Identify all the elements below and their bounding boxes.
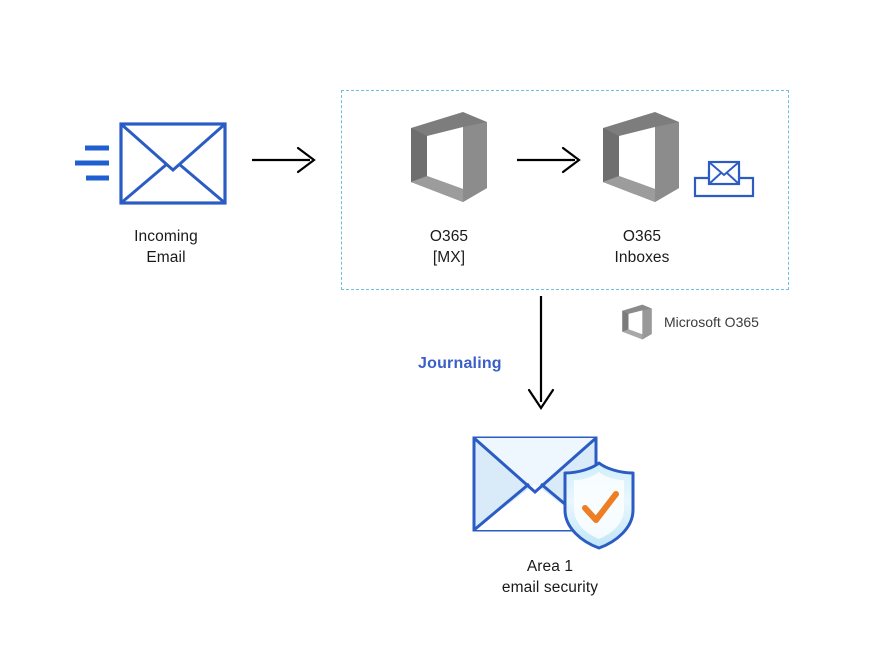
edge-incoming-to-mx [250, 143, 322, 177]
edge-journaling [524, 294, 560, 420]
checkmark-icon [582, 491, 619, 523]
speed-lines-icon [75, 145, 109, 181]
area1-label: Area 1 email security [501, 558, 599, 596]
edge-mx-to-inboxes [515, 143, 587, 177]
office365-logo-icon [603, 112, 679, 202]
legend-microsoft-o365: Microsoft O365 [620, 300, 759, 344]
incoming-email-icon-group [74, 118, 234, 210]
o365-inboxes-icon [597, 110, 685, 204]
envelope-icon [75, 122, 227, 205]
legend-label: Microsoft O365 [664, 314, 759, 330]
o365-boundary-zone [341, 90, 789, 290]
o365-mx-icon [405, 110, 493, 204]
journaling-label: Journaling [418, 355, 502, 372]
office365-logo-icon [411, 112, 487, 202]
o365-mx-label: O365 [MX] [429, 228, 469, 266]
inbox-tray-icon [693, 158, 755, 202]
area1-icon-group [468, 432, 636, 550]
o365-inboxes-label: O365 Inboxes [614, 228, 670, 266]
office365-logo-icon [622, 304, 652, 340]
shield-envelope-icon [472, 436, 635, 550]
incoming-email-label: Incoming Email [134, 228, 198, 266]
